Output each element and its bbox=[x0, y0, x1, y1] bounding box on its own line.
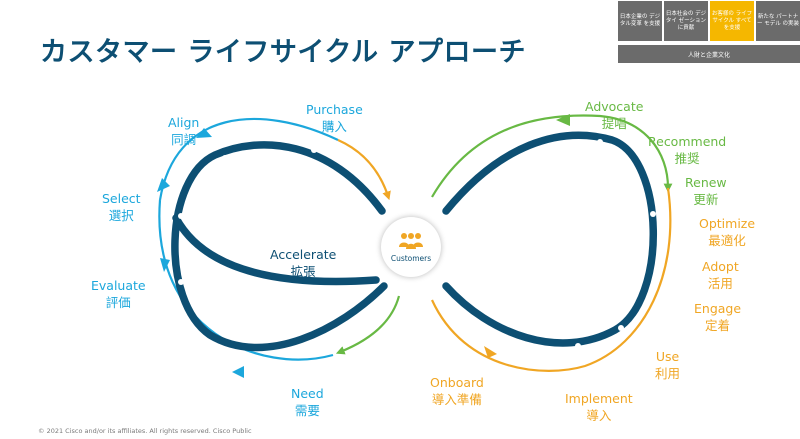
stage-label-ja: 活用 bbox=[707, 276, 733, 291]
stage-label-ja: 利用 bbox=[655, 366, 681, 381]
blue-outer-arc-bottom bbox=[158, 199, 334, 361]
stage-onboard: Onboard 導入準備 bbox=[430, 374, 484, 408]
stage-label-ja: 推奨 bbox=[674, 151, 700, 166]
stage-use: Use 利用 bbox=[655, 348, 680, 382]
green-outer-arc bbox=[431, 114, 673, 198]
infinity-loop-right bbox=[442, 131, 657, 347]
page-title: カスタマー ライフサイクル アプローチ bbox=[40, 37, 526, 68]
stage-label-ja: 定着 bbox=[705, 318, 731, 333]
stage-label-ja: 提唱 bbox=[601, 116, 627, 131]
stage-need: Need 需要 bbox=[291, 385, 324, 419]
stage-purchase: Purchase 購入 bbox=[306, 101, 363, 135]
stage-adopt: Adopt 活用 bbox=[702, 258, 739, 292]
stage-label-ja: 購入 bbox=[321, 119, 347, 134]
nav-box-label: お客様の ライフ サイクル すべてを支援 bbox=[711, 10, 753, 31]
stage-label-en: Advocate bbox=[585, 99, 644, 114]
stage-label-ja: 更新 bbox=[693, 192, 719, 207]
milestone-dot bbox=[650, 211, 656, 217]
stage-label-en: Renew bbox=[685, 175, 727, 190]
stage-label-ja: 同調 bbox=[171, 132, 197, 147]
stage-label-en: Accelerate bbox=[270, 247, 337, 262]
green-need-arc bbox=[335, 295, 401, 355]
stage-label-en: Implement bbox=[565, 391, 633, 406]
milestone-dot bbox=[294, 346, 300, 352]
stage-label-en: Optimize bbox=[699, 216, 756, 231]
stage-label-ja: 評価 bbox=[105, 295, 131, 310]
milestone-dot bbox=[507, 338, 513, 344]
stage-label-en: Purchase bbox=[306, 102, 363, 117]
stage-label-ja: 拡張 bbox=[290, 264, 316, 279]
milestone-dot bbox=[311, 147, 317, 153]
arrowhead-need bbox=[232, 366, 244, 378]
milestone-dot bbox=[178, 213, 184, 219]
nav-box-digital-transformation[interactable]: 日本企業の デジタル変革 を支援 bbox=[618, 1, 662, 41]
nav-bar-label: 人財と企業文化 bbox=[687, 51, 730, 59]
milestone-dot bbox=[178, 279, 184, 285]
arrowhead-evaluate bbox=[160, 258, 170, 272]
stage-renew: Renew 更新 bbox=[685, 174, 727, 208]
stage-engage: Engage 定着 bbox=[694, 300, 741, 334]
accelerate-branch bbox=[172, 214, 380, 286]
milestone-dot bbox=[222, 155, 228, 161]
stage-evaluate: Evaluate 評価 bbox=[91, 277, 146, 311]
stage-label-en: Need bbox=[291, 386, 324, 401]
stage-label-ja: 導入準備 bbox=[431, 392, 482, 407]
stage-label-en: Align bbox=[168, 115, 200, 130]
milestone-dot bbox=[648, 290, 654, 296]
stage-align: Align 同調 bbox=[168, 114, 199, 148]
nav-bar-people-culture[interactable]: 人財と企業文化 bbox=[618, 45, 800, 63]
arrowhead-advocate bbox=[556, 114, 570, 126]
stage-label-ja: 選択 bbox=[108, 208, 134, 223]
orange-outer-arc bbox=[431, 187, 672, 372]
stage-label-ja: 最適化 bbox=[708, 233, 746, 248]
infinity-loop bbox=[171, 141, 388, 352]
stage-implement: Implement 導入 bbox=[565, 390, 633, 424]
arrowhead-select bbox=[157, 178, 170, 192]
milestone-dot bbox=[657, 244, 663, 250]
stage-label-en: Adopt bbox=[702, 259, 739, 274]
milestone-dot bbox=[575, 343, 581, 349]
stage-optimize: Optimize 最適化 bbox=[699, 215, 755, 249]
stage-advocate: Advocate 提唱 bbox=[585, 98, 643, 132]
stage-label-en: Select bbox=[102, 191, 141, 206]
stage-recommend: Recommend 推奨 bbox=[648, 133, 726, 167]
milestone-dot bbox=[634, 180, 640, 186]
nav-box-partner-model[interactable]: 新たな パートナー モデル の実装 bbox=[756, 1, 800, 41]
milestone-dot bbox=[301, 286, 307, 292]
stage-label-en: Evaluate bbox=[91, 278, 146, 293]
nav-box-label: 日本企業の デジタル変革 を支援 bbox=[619, 14, 661, 27]
customers-hub[interactable]: Customers bbox=[381, 217, 441, 277]
stage-label-ja: 需要 bbox=[294, 403, 320, 418]
arrowhead-onboard bbox=[484, 346, 497, 358]
stage-label-en: Engage bbox=[694, 301, 742, 316]
hub-label: Customers bbox=[390, 253, 432, 263]
people-group-icon bbox=[399, 232, 423, 249]
arrowhead-align bbox=[196, 128, 212, 138]
milestone-dot bbox=[618, 325, 624, 331]
nav-box-label: 新たな パートナー モデル の実装 bbox=[757, 14, 799, 27]
stage-label-en: Recommend bbox=[648, 134, 727, 149]
blue-outer-arc-top bbox=[158, 117, 339, 201]
nav-box-lifecycle[interactable]: お客様の ライフ サイクル すべてを支援 bbox=[710, 1, 754, 41]
stage-accelerate: Accelerate 拡張 bbox=[270, 246, 336, 280]
stage-label-en: Onboard bbox=[430, 375, 484, 390]
stage-select: Select 選択 bbox=[102, 190, 141, 224]
stage-label-ja: 導入 bbox=[586, 408, 612, 423]
orange-purchase-arc bbox=[337, 138, 391, 201]
nav-box-digitization[interactable]: 日本社会の デジタイ ゼーション に貢献 bbox=[664, 1, 708, 41]
nav-box-label: 日本社会の デジタイ ゼーション に貢献 bbox=[665, 10, 707, 31]
copyright-footer: © 2021 Cisco and/or its affiliates. All … bbox=[38, 427, 252, 435]
milestone-dot bbox=[597, 139, 603, 145]
stage-label-en: Use bbox=[655, 349, 680, 364]
